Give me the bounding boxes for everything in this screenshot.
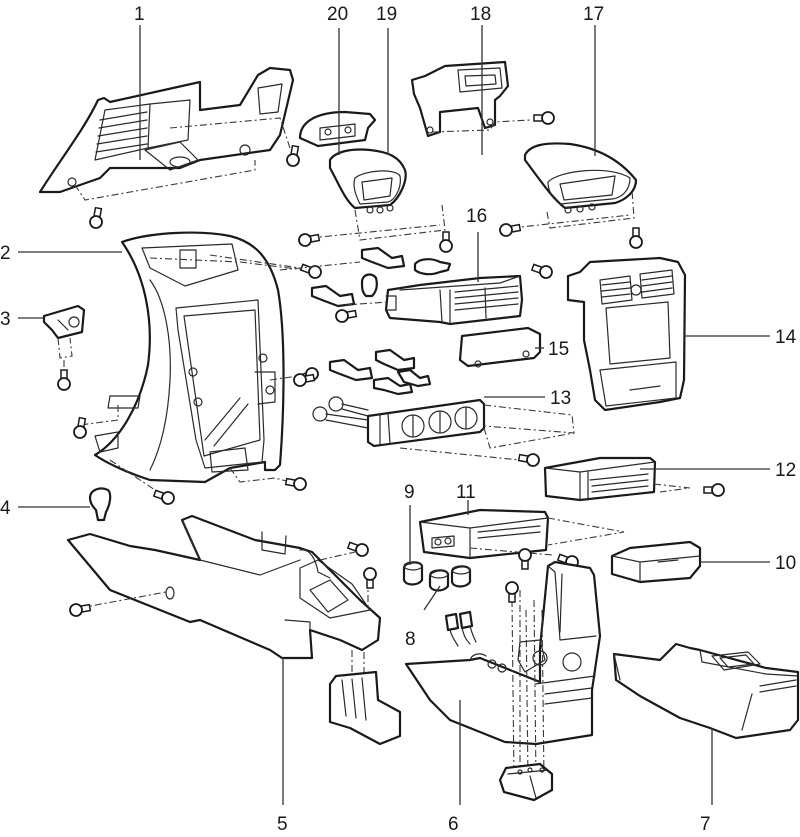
part-16-radio-unit — [384, 274, 524, 326]
screw-icon — [499, 223, 522, 237]
screw-icon — [299, 263, 322, 279]
callout-15: 15 — [548, 339, 569, 360]
part-13-heater-control — [312, 396, 486, 448]
callout-2: 2 — [0, 243, 11, 264]
console-mount-block — [498, 762, 554, 802]
callout-18: 18 — [470, 4, 491, 25]
callout-13: 13 — [550, 388, 571, 409]
callout-1: 1 — [134, 4, 145, 25]
screw-icon — [293, 373, 316, 387]
part-2-center-housing — [93, 231, 285, 484]
screw-icon — [518, 548, 532, 570]
part-1-left-lower-trim — [38, 66, 295, 194]
callout-7: 7 — [700, 814, 711, 835]
callout-8: 8 — [405, 629, 416, 650]
part-12-pocket-box — [543, 456, 657, 502]
part-19-left-air-vent — [328, 148, 407, 214]
callout-10: 10 — [775, 553, 796, 574]
part-3-bracket-clip — [42, 304, 86, 340]
part-4-shift-knob — [88, 487, 112, 522]
screw-icon — [629, 227, 643, 249]
part-18-display-bracket — [410, 60, 510, 138]
part-8-switches — [428, 565, 477, 647]
callout-labels: 1 2 3 4 5 6 7 8 9 10 11 12 13 14 15 16 1… — [0, 4, 797, 835]
wiring-clips-lower — [328, 348, 432, 396]
part-10-ashtray — [610, 540, 702, 584]
screw-icon — [363, 567, 377, 589]
screw-icon — [57, 369, 71, 391]
wiring-clips-upper — [310, 246, 452, 308]
part-17-right-air-vent — [523, 142, 638, 214]
screw-icon — [298, 233, 321, 247]
part-5-front-floor-console — [66, 514, 382, 660]
callout-12: 12 — [775, 460, 796, 481]
screw-icon — [286, 144, 300, 167]
leader-lines — [18, 25, 770, 805]
screw-icon — [152, 489, 175, 505]
screw-icon — [505, 581, 519, 603]
screw-icon — [346, 541, 369, 557]
screw-icon — [517, 453, 540, 467]
screw-icon — [533, 111, 555, 125]
screw-icon — [530, 263, 553, 279]
screw-icon — [439, 231, 453, 253]
console-support-bracket — [328, 670, 402, 746]
screw-icon — [73, 416, 87, 439]
callout-14: 14 — [775, 327, 797, 348]
part-9-plug — [402, 561, 424, 586]
screw-icon — [335, 309, 358, 323]
screw-icon — [69, 603, 92, 617]
callout-19: 19 — [376, 4, 397, 25]
callout-11: 11 — [456, 482, 476, 503]
callout-5: 5 — [277, 814, 288, 835]
callout-3: 3 — [0, 309, 11, 330]
callout-6: 6 — [448, 814, 459, 835]
screw-icon — [89, 206, 103, 229]
screw-icon — [284, 477, 307, 491]
part-11-cassette-cd-unit — [418, 508, 550, 560]
callout-9: 9 — [404, 482, 415, 503]
part-14-finish-panel — [566, 256, 687, 412]
part-20-switch-bezel — [298, 110, 377, 148]
callout-17: 17 — [583, 4, 604, 25]
callout-20: 20 — [327, 4, 348, 25]
screw-icon — [703, 483, 725, 497]
part-7-rear-console-box — [612, 642, 800, 740]
callout-4: 4 — [0, 498, 11, 519]
part-6-center-console — [404, 560, 602, 746]
part-15-cover-plate — [458, 326, 542, 368]
callout-16: 16 — [466, 206, 487, 227]
